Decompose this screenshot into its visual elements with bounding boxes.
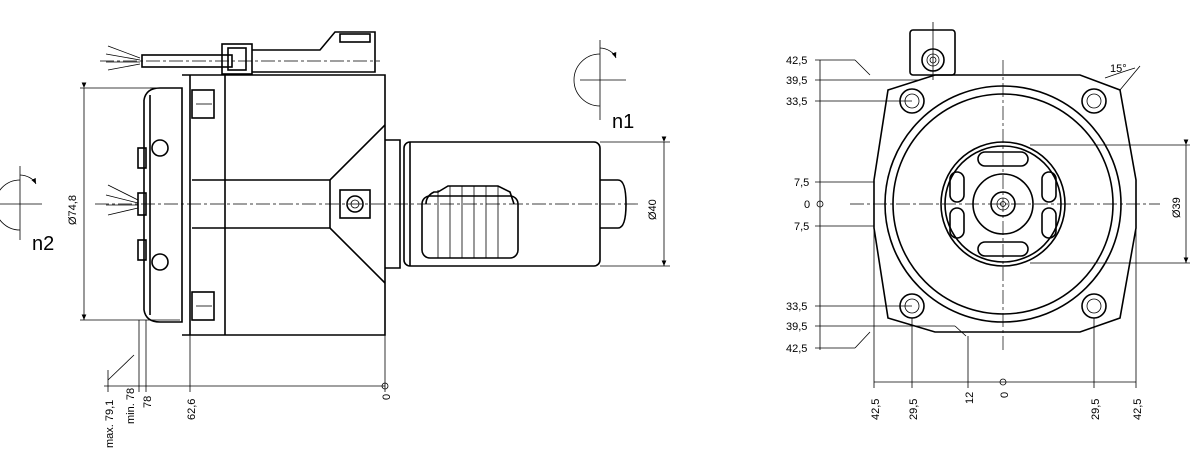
rotation-n2-symbol: n2 xyxy=(0,166,54,255)
rotation-n1-symbol: n1 xyxy=(573,40,634,133)
dim-bottom-side: max. 79,1 min. 78 78 62,6 0 xyxy=(104,320,393,448)
dim-bottom-3: 0 xyxy=(999,392,1011,398)
dim-angle: 15° xyxy=(1104,63,1141,91)
side-view: Ø74,8 Ø40 max. 79,1 min. 78 78 62,6 0 xyxy=(0,31,670,448)
dim-left-0: 42,5 xyxy=(786,55,807,67)
dim-left-7: 39,5 xyxy=(786,321,807,333)
dim-bottom-0: 42,5 xyxy=(870,399,882,420)
dim-left-3: 7,5 xyxy=(794,177,809,189)
dim-78-label: 78 xyxy=(142,396,154,408)
dim-left-1: 39,5 xyxy=(786,75,807,87)
housing-body xyxy=(182,74,386,336)
coolant-pipe xyxy=(100,31,380,75)
rotation-n2-label: n2 xyxy=(32,233,54,255)
dim-bottom-front: 42,5 29,5 12 0 29,5 42,5 xyxy=(870,228,1144,420)
dim-zero-label: 0 xyxy=(381,394,393,400)
dim-left-front: 42,5 39,5 33,5 7,5 0 7,5 33,5 39,5 42,5 xyxy=(786,55,967,355)
front-view: 42,5 39,5 33,5 7,5 0 7,5 33,5 39,5 42,5 … xyxy=(786,22,1190,420)
dim-shaft-diameter: Ø40 xyxy=(600,136,670,267)
dim-left-4: 0 xyxy=(804,199,810,211)
dim-bottom-2: 12 xyxy=(964,392,976,404)
dim-flange-diameter-label: Ø74,8 xyxy=(67,195,79,225)
dim-center-diameter-label: Ø39 xyxy=(1171,197,1183,218)
dim-bottom-1: 29,5 xyxy=(908,399,920,420)
dim-626-label: 62,6 xyxy=(186,399,198,420)
dim-shaft-diameter-label: Ø40 xyxy=(647,199,659,220)
dim-center-diameter: Ø39 xyxy=(1030,139,1190,264)
dim-left-8: 42,5 xyxy=(786,343,807,355)
coolant-block xyxy=(909,22,956,80)
flange-plate xyxy=(105,87,183,323)
rotation-n1-label: n1 xyxy=(612,111,634,133)
dim-max-label: max. 79,1 xyxy=(104,400,116,448)
dim-min-label: min. 78 xyxy=(125,388,137,424)
dim-flange-diameter: Ø74,8 xyxy=(67,82,180,321)
dim-bottom-5: 42,5 xyxy=(1132,399,1144,420)
dim-left-6: 33,5 xyxy=(786,301,807,313)
dim-bottom-4: 29,5 xyxy=(1090,399,1102,420)
dim-left-2: 33,5 xyxy=(786,96,807,108)
dim-angle-label: 15° xyxy=(1110,63,1127,75)
dim-left-5: 7,5 xyxy=(794,221,809,233)
